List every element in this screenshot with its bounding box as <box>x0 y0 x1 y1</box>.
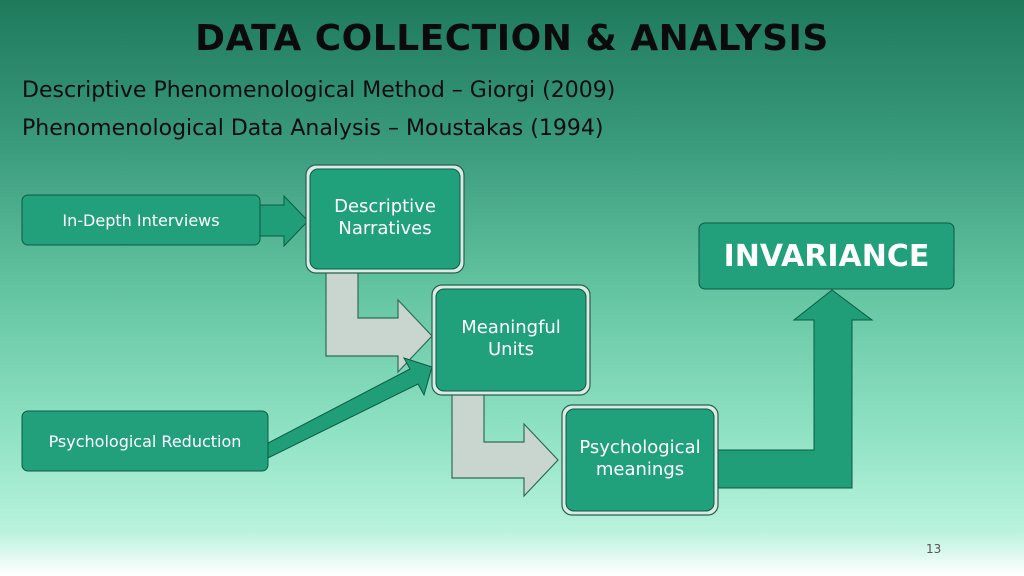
meanings-label: Psychological meanings <box>579 437 701 480</box>
arrow-meanings-to-invariance <box>717 289 874 489</box>
arrow-narratives-to-units <box>325 271 433 374</box>
reduction-box <box>21 410 269 472</box>
interviews-box <box>21 194 261 246</box>
slide-title: DATA COLLECTION & ANALYSIS <box>195 18 829 59</box>
arrow-units-to-meanings <box>451 393 559 498</box>
arrow-reduction-to-units <box>267 357 433 459</box>
narratives-label: Descriptive Narratives <box>334 196 436 239</box>
subtitle-moustakas: Phenomenological Data Analysis – Moustak… <box>22 116 604 141</box>
invariance-label: INVARIANCE <box>723 238 930 274</box>
subtitle-giorgi: Descriptive Phenomenological Method – Gi… <box>22 78 616 103</box>
reduction-label: Psychological Reduction <box>48 431 242 451</box>
units-label: Meaningful Units <box>461 317 561 360</box>
invariance-box <box>698 222 955 290</box>
units-node <box>435 288 587 392</box>
arrow-interviews-to-narratives <box>259 194 309 248</box>
interviews-label: In-Depth Interviews <box>62 210 220 230</box>
meanings-node <box>565 408 715 512</box>
narratives-node <box>309 168 461 270</box>
page-number: 13 <box>926 542 942 556</box>
